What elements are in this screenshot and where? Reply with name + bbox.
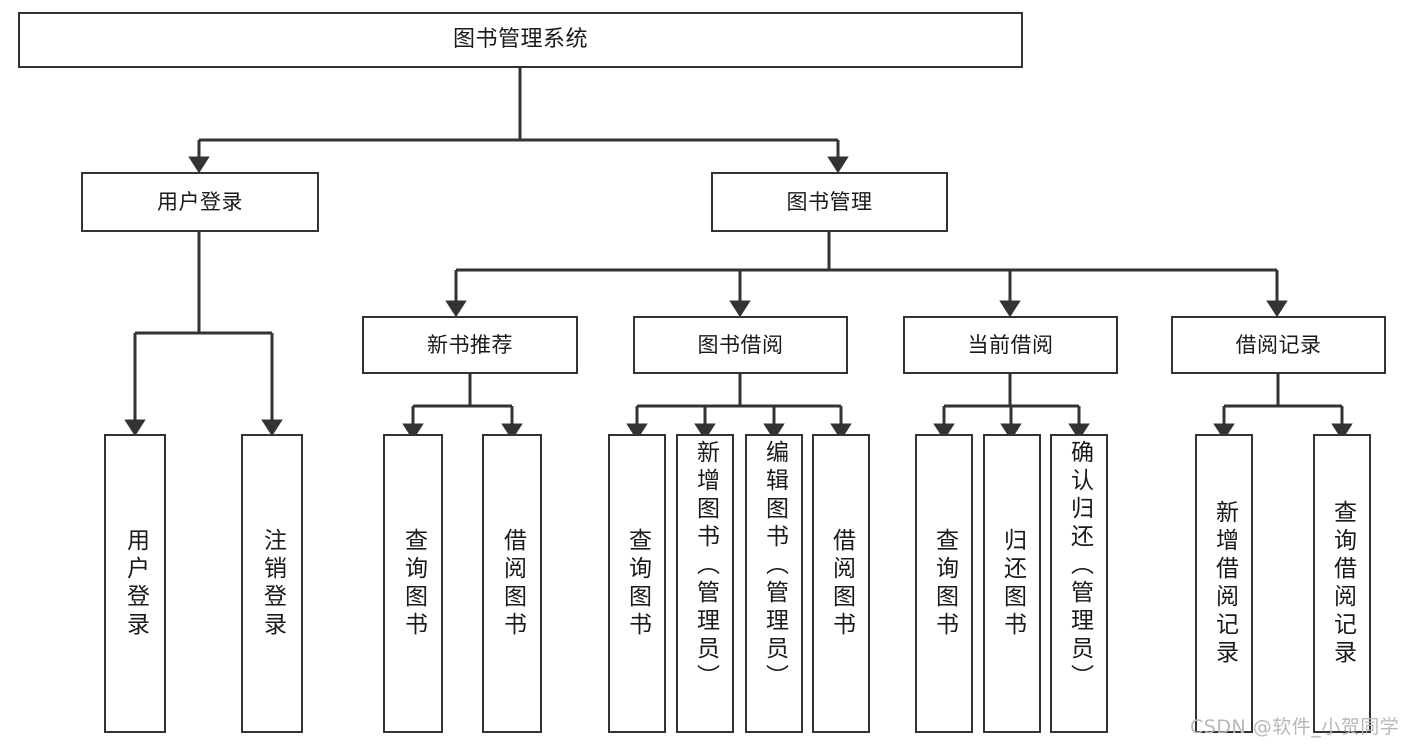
node-current-borrow[interactable]: 当前借阅 xyxy=(903,316,1118,374)
node-user-login[interactable]: 用户登录 xyxy=(81,172,319,232)
node-label: 用户登录 xyxy=(122,527,149,640)
node-label: 图书管理系统 xyxy=(452,27,588,53)
leaf-return-book[interactable]: 归还图书 xyxy=(983,434,1041,733)
leaf-edit-book-admin[interactable]: 编辑图书（管理员） xyxy=(745,434,803,733)
node-label: 当前借阅 xyxy=(967,332,1054,357)
node-label: 查询借阅记录 xyxy=(1329,499,1356,668)
node-label: 借阅记录 xyxy=(1235,332,1322,357)
node-book-borrow[interactable]: 图书借阅 xyxy=(633,316,848,374)
node-label: 归还图书 xyxy=(999,527,1026,640)
node-label: 新书推荐 xyxy=(427,332,513,357)
leaf-query-book-borrow[interactable]: 查询图书 xyxy=(608,434,666,733)
node-new-book-recommend[interactable]: 新书推荐 xyxy=(362,316,578,374)
node-label: 查询图书 xyxy=(931,527,958,640)
node-label: 查询图书 xyxy=(400,527,427,640)
leaf-user-login[interactable]: 用户登录 xyxy=(104,434,166,733)
watermark-text: CSDN @软件_小贺同学 xyxy=(1190,716,1400,738)
leaf-query-borrow-record[interactable]: 查询借阅记录 xyxy=(1313,434,1371,733)
node-label: 注销登录 xyxy=(259,527,286,640)
node-label: 新增借阅记录 xyxy=(1211,499,1238,668)
leaf-add-book-admin[interactable]: 新增图书（管理员） xyxy=(676,434,734,733)
node-book-management[interactable]: 图书管理 xyxy=(711,172,948,232)
node-borrow-record[interactable]: 借阅记录 xyxy=(1171,316,1386,374)
node-label: 图书管理 xyxy=(786,189,873,214)
node-label: 用户登录 xyxy=(157,189,243,214)
leaf-query-book-current[interactable]: 查询图书 xyxy=(915,434,973,733)
node-label: 借阅图书 xyxy=(828,527,855,640)
leaf-confirm-return-admin[interactable]: 确认归还（管理员） xyxy=(1050,434,1108,733)
leaf-logout[interactable]: 注销登录 xyxy=(241,434,303,733)
node-label: 借阅图书 xyxy=(499,527,526,640)
node-label: 新增图书（管理员） xyxy=(692,440,719,692)
leaf-borrow-book[interactable]: 借阅图书 xyxy=(812,434,870,733)
node-label: 图书借阅 xyxy=(697,332,784,357)
node-label: 确认归还（管理员） xyxy=(1066,440,1093,692)
node-root-system[interactable]: 图书管理系统 xyxy=(18,12,1023,68)
node-label: 查询图书 xyxy=(624,527,651,640)
node-label: 编辑图书（管理员） xyxy=(761,440,788,692)
leaf-query-book-recommend[interactable]: 查询图书 xyxy=(383,434,443,733)
leaf-borrow-book-recommend[interactable]: 借阅图书 xyxy=(482,434,542,733)
leaf-add-borrow-record[interactable]: 新增借阅记录 xyxy=(1195,434,1253,733)
